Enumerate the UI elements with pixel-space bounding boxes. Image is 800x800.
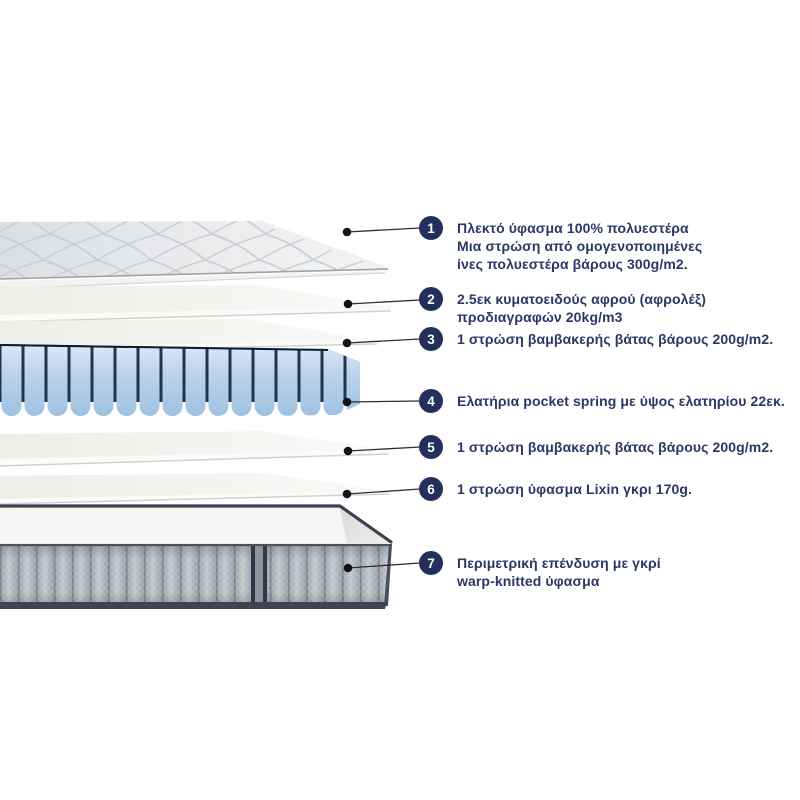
callout-row-6: 6 1 στρώση ύφασμα Lixin γκρι 170g. <box>419 477 692 501</box>
callout-text: Περιμετρική επένδυση με γκρί warp-knitte… <box>457 554 661 590</box>
layer-quilted-knit-cover <box>0 219 389 290</box>
callout-number-badge: 7 <box>419 551 443 575</box>
callout-row-1: 1 Πλεκτό ύφασμα 100% πολυεστέρα Μια στρώ… <box>419 216 702 273</box>
leader-lines <box>342 227 421 573</box>
callout-text-line: 1 στρώση βαμβακερής βάτας βάρους 200g/m2… <box>457 331 774 347</box>
layer-perimeter-base-cover <box>0 504 393 609</box>
leader-dot <box>343 563 353 573</box>
leader-line-3 <box>342 338 421 348</box>
callout-number-badge: 6 <box>419 477 443 501</box>
leader-dot <box>342 227 352 237</box>
callout-text-line: 2.5εκ κυματοειδούς αφρού (αφρολέξ) <box>457 291 707 307</box>
callout-text-line: 1 στρώση βαμβακερής βάτας βάρους 200g/m2… <box>457 439 774 455</box>
callout-text-line: ίνες πολυεστέρα βάρους 300g/m2. <box>457 256 688 272</box>
callout-row-3: 3 1 στρώση βαμβακερής βάτας βάρους 200g/… <box>419 327 773 351</box>
callout-text-line: 1 στρώση ύφασμα Lixin γκρι 170g. <box>457 481 693 497</box>
callout-number-badge: 3 <box>419 327 443 351</box>
leader-line-4 <box>342 397 421 407</box>
layer-pocket-springs <box>0 344 360 420</box>
leader-line-5 <box>343 446 421 456</box>
leader-line-2 <box>343 299 421 309</box>
layer-lixin-fabric <box>0 473 391 505</box>
callout-row-7: 7 Περιμετρική επένδυση με γκρί warp-knit… <box>419 551 661 590</box>
leader-line-7 <box>343 562 421 573</box>
callout-number-badge: 1 <box>419 216 443 240</box>
callout-text: 1 στρώση βαμβακερής βάτας βάρους 200g/m2… <box>457 438 773 456</box>
layer-cotton-wadding-bottom <box>0 431 390 467</box>
callout-text-line: warp-knitted ύφασμα <box>457 573 600 589</box>
callout-text: 1 στρώση βαμβακερής βάτας βάρους 200g/m2… <box>457 330 773 348</box>
callout-row-2: 2 2.5εκ κυματοειδούς αφρού (αφρολέξ) προ… <box>419 287 706 326</box>
callout-text-line: Ελατήρια pocket spring με ύψος ελατηρίου… <box>457 393 785 409</box>
leader-dot <box>343 446 353 456</box>
callout-row-5: 5 1 στρώση βαμβακερής βάτας βάρους 200g/… <box>419 435 773 459</box>
leader-dot <box>342 338 352 348</box>
callout-text: 2.5εκ κυματοειδούς αφρού (αφρολέξ) προδι… <box>457 290 706 326</box>
callout-text: 1 στρώση ύφασμα Lixin γκρι 170g. <box>457 480 692 498</box>
callout-row-4: 4 Ελατήρια pocket spring με ύψος ελατηρί… <box>419 389 785 413</box>
leader-dot <box>342 489 352 499</box>
callout-text: Ελατήρια pocket spring με ύψος ελατηρίου… <box>457 392 785 410</box>
callout-number-badge: 4 <box>419 389 443 413</box>
zipper <box>251 546 267 603</box>
callout-text-line: προδιαγραφών 20kg/m3 <box>457 309 623 325</box>
callout-text-line: Μια στρώση από ομογενοποιημένες <box>457 238 703 254</box>
leader-dot <box>343 299 353 309</box>
leader-line-6 <box>342 488 421 499</box>
leader-dot <box>342 397 352 407</box>
leader-line-1 <box>342 227 421 237</box>
callout-text: Πλεκτό ύφασμα 100% πολυεστέρα Μια στρώση… <box>457 219 702 273</box>
callout-number-badge: 2 <box>419 287 443 311</box>
callout-number-badge: 5 <box>419 435 443 459</box>
layer-wave-foam-sheet <box>0 285 392 323</box>
callout-text-line: Πλεκτό ύφασμα 100% πολυεστέρα <box>457 220 689 236</box>
callout-text-line: Περιμετρική επένδυση με γκρί <box>457 555 661 571</box>
